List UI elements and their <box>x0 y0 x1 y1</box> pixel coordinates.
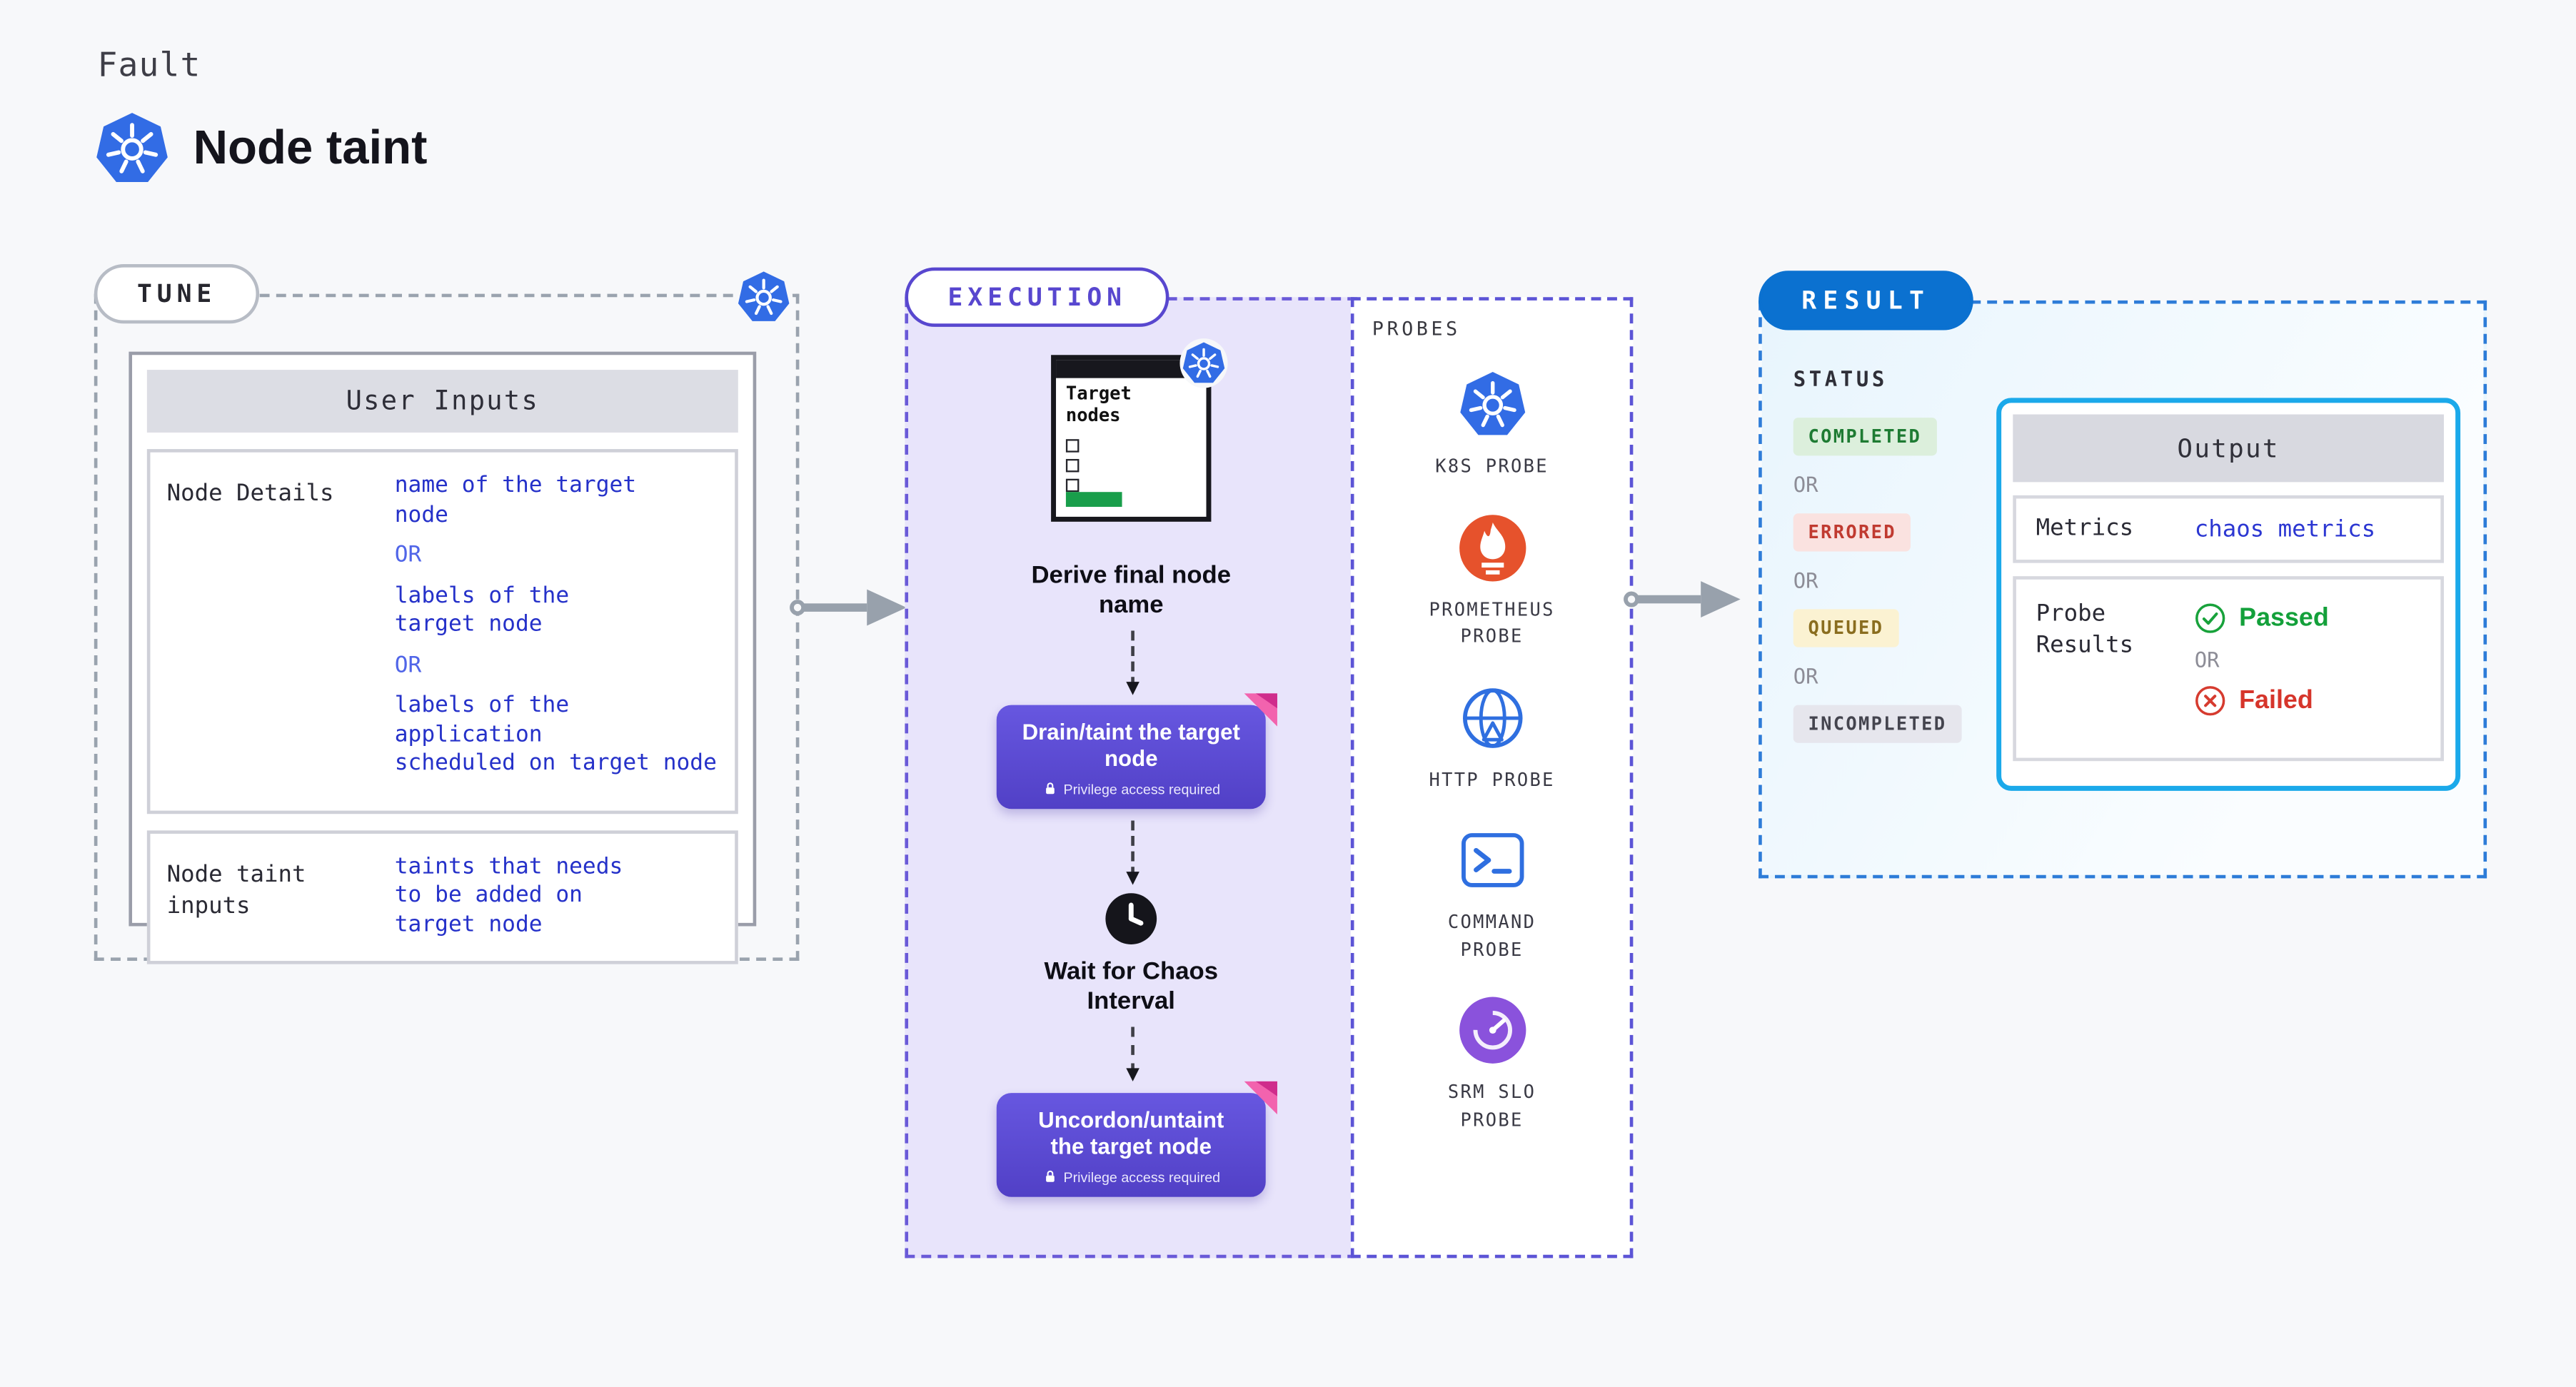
tune-pill: TUNE <box>94 264 260 324</box>
status-column: STATUS COMPLETED OR ERRORED OR QUEUED OR… <box>1793 366 1962 743</box>
probe-name: K8S PROBE <box>1435 455 1549 478</box>
target-nodes-title: Target nodes <box>1065 383 1132 427</box>
kubernetes-icon <box>94 109 170 188</box>
execution-to-result-arrow-icon <box>1623 578 1742 620</box>
lock-icon <box>1042 1169 1057 1184</box>
tune-section: TUNE User Inputs Node Details name of th… <box>94 264 800 964</box>
privilege-note: Privilege access required <box>1010 781 1252 797</box>
metrics-label: Metrics <box>2036 515 2134 542</box>
node-details-row: Node Details name of the target node OR … <box>146 449 738 814</box>
checkbox-icon <box>1065 478 1080 493</box>
page-title: Node taint <box>193 121 428 175</box>
probe-name: COMMAND PROBE <box>1447 911 1536 960</box>
kubernetes-icon <box>735 267 793 327</box>
or-separator: OR <box>394 541 422 568</box>
probe-item: K8S PROBE <box>1424 370 1560 481</box>
drain-taint-label: Drain/taint the target node <box>1022 720 1240 772</box>
user-inputs-header: User Inputs <box>146 370 738 433</box>
probe-results-values: Passed OR Failed <box>2194 600 2329 738</box>
checkbox-icon <box>1065 439 1080 453</box>
probe-item: COMMAND PROBE <box>1424 825 1560 964</box>
node-details-value: name of the target node OR labels of the… <box>395 472 718 790</box>
fault-kicker: Fault <box>97 44 201 84</box>
user-inputs-card: User Inputs Node Details name of the tar… <box>129 351 757 964</box>
flow-connector-arrow <box>1126 1027 1139 1081</box>
execution-pill: EXECUTION <box>905 267 1170 327</box>
privilege-note: Privilege access required <box>1010 1169 1252 1185</box>
uncordon-untaint-node-step: Uncordon/untaint the target node Privile… <box>996 1093 1266 1197</box>
probe-name: PROMETHEUS PROBE <box>1429 598 1555 647</box>
probe-item: PROMETHEUS PROBE <box>1424 513 1560 651</box>
probes-panel: PROBES K8S PROBE PROMETHEUS PROBE HTTP P… <box>1350 297 1634 1259</box>
node-details-option: labels of the target node <box>394 582 570 638</box>
output-header: Output <box>2013 414 2444 483</box>
execution-section: EXECUTION Target nodes Derive final node… <box>905 267 1358 1259</box>
checkbox-list <box>1065 439 1080 493</box>
flow-connector-arrow <box>1126 820 1139 885</box>
status-badge-queued: QUEUED <box>1793 609 1899 647</box>
prometheus-icon <box>1457 513 1526 582</box>
status-badge-errored: ERRORED <box>1793 513 1911 552</box>
flag-icon <box>1241 1078 1281 1118</box>
node-taint-inputs-label: Node taint inputs <box>166 862 306 919</box>
result-pill: RESULT <box>1759 271 1974 331</box>
kubernetes-icon <box>1457 370 1526 439</box>
wait-chaos-caption: Wait for Chaos Interval <box>1044 957 1219 1015</box>
node-details-label: Node Details <box>166 480 334 508</box>
or-separator: OR <box>1793 663 1818 689</box>
probe-name: HTTP PROBE <box>1429 768 1555 790</box>
flow-connector-arrow <box>1126 630 1139 695</box>
probes-list: K8S PROBE PROMETHEUS PROBE HTTP PROBE CO… <box>1354 370 1629 1166</box>
or-separator: OR <box>394 651 422 678</box>
terminal-icon <box>1457 825 1526 894</box>
clock-icon <box>1104 892 1158 946</box>
lock-icon <box>1042 782 1057 797</box>
probe-item: SRM SLO PROBE <box>1424 996 1560 1134</box>
passed-row: Passed <box>2195 602 2329 634</box>
status-badge-incompleted: INCOMPLETED <box>1793 705 1962 743</box>
tune-to-execution-arrow-icon <box>790 586 909 629</box>
target-nodes-thumbnail: Target nodes <box>1051 338 1228 522</box>
title-row: Node taint <box>94 109 428 188</box>
probe-item: HTTP PROBE <box>1424 682 1560 794</box>
x-circle-icon <box>2195 685 2226 717</box>
node-taint-inputs-row: Node taint inputs taints that needs to b… <box>146 830 738 964</box>
status-label: STATUS <box>1793 366 1888 392</box>
metrics-row: Metrics chaos metrics <box>2013 495 2444 563</box>
kubernetes-icon <box>1179 338 1228 388</box>
privilege-note-text: Privilege access required <box>1063 780 1221 797</box>
status-badge-completed: COMPLETED <box>1793 418 1937 456</box>
failed-row: Failed <box>2195 685 2313 717</box>
probes-label: PROBES <box>1372 317 1461 341</box>
flag-icon <box>1241 690 1281 730</box>
slo-gauge-icon <box>1457 996 1526 1065</box>
progress-bar <box>1065 492 1122 508</box>
node-details-option: labels of the application scheduled on t… <box>394 692 717 777</box>
output-card: Output Metrics chaos metrics Probe Resul… <box>1996 398 2461 791</box>
derive-node-caption: Derive final node name <box>1031 561 1232 619</box>
failed-label: Failed <box>2239 685 2313 715</box>
metrics-value: chaos metrics <box>2194 515 2376 543</box>
or-separator: OR <box>1793 472 1818 498</box>
probe-name: SRM SLO PROBE <box>1447 1081 1536 1131</box>
or-separator: OR <box>1793 568 1818 593</box>
passed-label: Passed <box>2239 603 2329 632</box>
or-separator: OR <box>2194 647 2220 672</box>
check-circle-icon <box>2195 602 2226 634</box>
privilege-note-text: Privilege access required <box>1063 1169 1221 1186</box>
node-taint-inputs-value: taints that needs to be added on target … <box>394 853 623 938</box>
uncordon-untaint-label: Uncordon/untaint the target node <box>1038 1107 1224 1160</box>
probe-results-label: Probe Results <box>2036 600 2134 659</box>
probe-results-row: Probe Results Passed OR Failed <box>2013 576 2444 762</box>
globe-icon <box>1457 682 1526 752</box>
node-details-option: name of the target node <box>394 472 637 528</box>
result-section: RESULT STATUS COMPLETED OR ERRORED OR QU… <box>1759 271 2487 879</box>
checkbox-icon <box>1065 458 1080 473</box>
drain-taint-node-step: Drain/taint the target node Privilege ac… <box>996 705 1266 809</box>
